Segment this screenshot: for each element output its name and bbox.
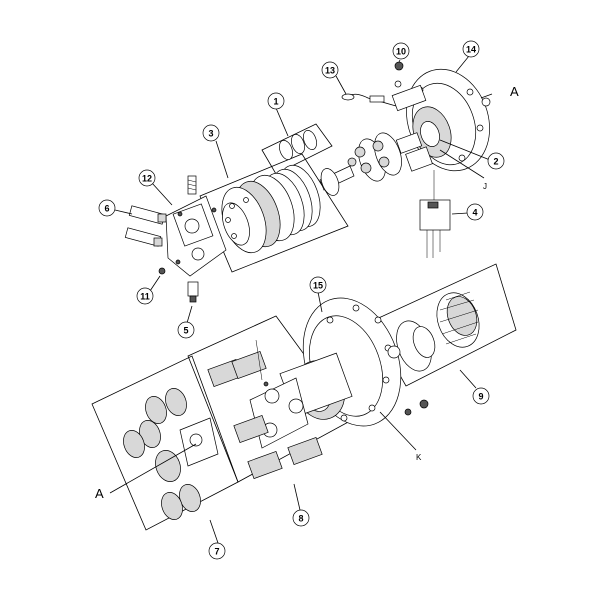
svg-text:6: 6 [104, 204, 109, 214]
planet-carrier-8 [207, 339, 323, 480]
top-assembly [114, 55, 493, 324]
svg-text:12: 12 [142, 174, 152, 184]
callout-10: 10 [392, 42, 410, 60]
bolt-11 [158, 267, 166, 275]
valve-block-4 [419, 170, 451, 258]
callout-13: 13 [321, 61, 339, 79]
callout-14: 14 [462, 40, 480, 58]
planet-gears-7 [123, 388, 219, 520]
seal-rings [279, 130, 317, 160]
svg-text:9: 9 [478, 392, 483, 402]
svg-text:15: 15 [313, 281, 323, 291]
svg-text:13: 13 [325, 66, 335, 76]
valve-cover-12 [165, 195, 227, 277]
letter-a-top: A [510, 84, 519, 99]
callout-12: 12 [138, 169, 156, 187]
svg-text:11: 11 [140, 292, 150, 302]
callout-5: 5 [177, 321, 195, 339]
callout-11: 11 [136, 287, 154, 305]
drive-shaft [319, 165, 355, 196]
group-box-1 [261, 123, 333, 175]
svg-text:10: 10 [396, 47, 406, 57]
cylinder-barrel [347, 132, 423, 182]
callout-7: 7 [208, 542, 226, 560]
svg-text:1: 1 [273, 97, 278, 107]
svg-text:7: 7 [214, 547, 219, 557]
friction-discs [221, 164, 321, 254]
letter-k: K [416, 453, 422, 462]
sensor-13 [341, 93, 397, 107]
spring-plug [187, 175, 199, 303]
callout-6: 6 [98, 199, 116, 217]
group-box-7 [91, 355, 239, 531]
callout-3: 3 [202, 124, 220, 142]
callout-15: 15 [309, 276, 327, 294]
svg-text:14: 14 [466, 45, 476, 55]
bottom-assembly [91, 263, 517, 544]
svg-text:8: 8 [298, 514, 303, 524]
callout-9: 9 [472, 387, 490, 405]
callout-8: 8 [292, 509, 310, 527]
motor-housing [391, 68, 490, 172]
svg-text:5: 5 [183, 326, 188, 336]
bolt-10 [394, 61, 404, 88]
svg-text:4: 4 [472, 208, 477, 218]
ring-gear-9 [387, 291, 480, 372]
letter-a-bottom: A [95, 486, 104, 501]
svg-text:3: 3 [208, 129, 213, 139]
svg-text:2: 2 [493, 157, 498, 167]
letter-j: J [483, 182, 487, 191]
callouts: 1 2 3 4 5 6 7 8 [95, 40, 519, 560]
callout-4: 4 [466, 203, 484, 221]
callout-1: 1 [267, 92, 285, 110]
callout-2: 2 [487, 152, 505, 170]
relief-valves-6 [124, 205, 167, 247]
